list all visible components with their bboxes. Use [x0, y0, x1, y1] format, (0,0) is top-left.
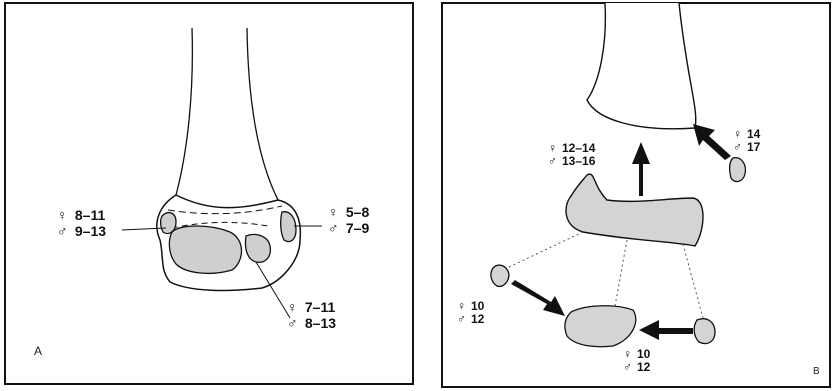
male-symbol: ♂: [623, 361, 637, 374]
bottom-right-center: [694, 319, 715, 344]
guide-right: [683, 244, 703, 318]
arrow-up-shaft: [632, 142, 650, 196]
label-b-right-top: ♀14 ♂17: [733, 128, 760, 154]
label-a-left-male: 9–13: [75, 223, 106, 239]
panel-a-letter: A: [34, 344, 42, 358]
arrow-left-bottom: [511, 280, 565, 316]
label-b-bottom-female: 10: [637, 347, 650, 361]
female-symbol: ♀: [287, 299, 301, 315]
male-symbol: ♂: [548, 155, 562, 168]
label-b-left-bottom-male: 12: [471, 312, 484, 326]
label-b-shaft-female: 12–14: [562, 141, 595, 155]
arrow-bottom-right: [639, 320, 693, 340]
trochlea-center: [245, 234, 270, 262]
male-symbol: ♂: [57, 223, 71, 239]
humerus-shaft-left-edge: [176, 28, 192, 195]
male-symbol: ♂: [287, 315, 301, 331]
female-symbol: ♀: [328, 204, 342, 220]
label-a-left: ♀ 8–11 ♂ 9–13: [57, 207, 106, 239]
male-symbol: ♂: [328, 220, 342, 236]
arrow-upper-right: [693, 124, 731, 160]
label-b-bottom: ♀10 ♂12: [623, 348, 650, 374]
label-a-right-male: 7–9: [346, 220, 369, 236]
label-b-right-top-female: 14: [747, 127, 760, 141]
lateral-epicondyle-center: [161, 213, 176, 234]
label-b-shaft: ♀12–14 ♂13–16: [548, 142, 595, 168]
capitellum-center: [169, 226, 241, 273]
main-ossification-center: [566, 174, 703, 246]
male-symbol: ♂: [457, 313, 471, 326]
panel-b-drawing: [437, 0, 837, 391]
panel-a-drawing: [0, 0, 420, 391]
panel-a: ♀ 8–11 ♂ 9–13 ♀ 5–8 ♂ 7–9 ♀ 7–11 ♂ 8–13 …: [0, 0, 420, 391]
guide-left: [507, 232, 583, 268]
label-a-bottom: ♀ 7–11 ♂ 8–13: [287, 299, 336, 331]
panel-b-letter: B: [813, 366, 820, 377]
label-b-shaft-male: 13–16: [562, 154, 595, 168]
left-center: [491, 265, 509, 286]
female-symbol: ♀: [57, 207, 71, 223]
label-b-left-bottom-female: 10: [471, 299, 484, 313]
panel-b: ♀12–14 ♂13–16 ♀14 ♂17 ♀10 ♂12 ♀10 ♂12 B: [437, 0, 837, 391]
humerus-shaft-right-edge: [247, 28, 278, 200]
label-a-bottom-male: 8–13: [305, 315, 336, 331]
label-a-left-female: 8–11: [75, 207, 105, 223]
label-a-bottom-female: 7–11: [305, 299, 335, 315]
label-a-right: ♀ 5–8 ♂ 7–9: [328, 204, 369, 236]
panel-a-frame: [5, 3, 413, 384]
label-b-left-bottom: ♀10 ♂12: [457, 300, 484, 326]
upper-right-center: [730, 158, 746, 182]
label-b-bottom-male: 12: [637, 360, 650, 374]
bone-shaft: [587, 3, 696, 129]
label-a-right-female: 5–8: [346, 204, 369, 220]
guide-middle: [615, 240, 627, 306]
label-b-right-top-male: 17: [747, 140, 760, 154]
male-symbol: ♂: [733, 141, 747, 154]
bottom-center: [565, 306, 636, 347]
